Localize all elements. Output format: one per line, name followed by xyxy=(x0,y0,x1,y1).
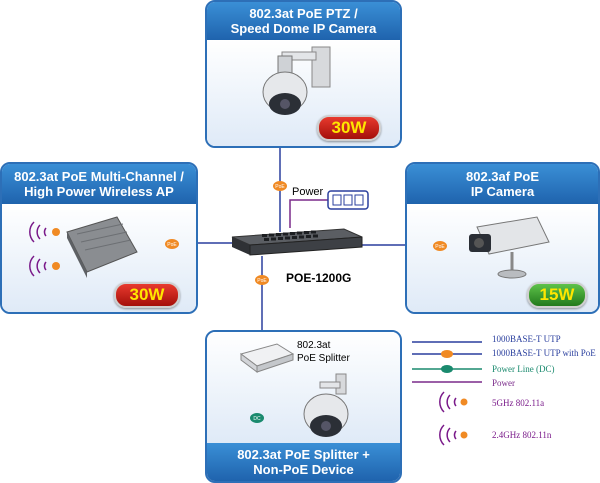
splitter-card: 802.3at PoE Splitter + Non-PoE Device 80… xyxy=(205,330,402,483)
wireless-ap-icon xyxy=(66,216,138,278)
switch-model-label: POE-1200G xyxy=(286,271,352,285)
ipcam-watt-badge: 15W xyxy=(527,282,587,308)
wifi-5ghz-icon xyxy=(29,221,60,243)
splitter-title-line1: 802.3at PoE Splitter + xyxy=(237,447,370,462)
ptz-card-header: 802.3at PoE PTZ / Speed Dome IP Camera xyxy=(207,2,400,40)
poe-badge-ipcam: PoE xyxy=(433,241,447,251)
ipcam-card-header: 802.3af PoE IP Camera xyxy=(407,164,598,204)
ap-title-line2: High Power Wireless AP xyxy=(24,184,174,199)
ptz-camera-card: 802.3at PoE PTZ / Speed Dome IP Camera 3… xyxy=(205,0,402,148)
poe-badge-ptz-text: PoE xyxy=(275,184,285,190)
ptz-watt-badge: 30W xyxy=(317,115,381,141)
dc-badge: DC xyxy=(250,413,264,423)
splitter-title-line2: Non-PoE Device xyxy=(253,462,354,477)
legend-24ghz-label: 2.4GHz 802.11n xyxy=(492,430,552,440)
poe-splitter-icon xyxy=(239,343,295,373)
power-label: Power xyxy=(292,186,324,198)
legend-5ghz-label: 5GHz 802.11a xyxy=(492,398,545,408)
poe-badge-ptz: PoE xyxy=(273,181,287,191)
poe-switch-icon xyxy=(231,228,363,256)
legend-dc-label: Power Line (DC) xyxy=(492,364,555,374)
legend-24ghz-icon xyxy=(439,424,468,446)
ptz-title-line1: 802.3at PoE PTZ / xyxy=(249,6,358,21)
ap-watt-badge: 30W xyxy=(114,282,180,308)
poe-badge-ap-text: PoE xyxy=(167,242,177,248)
wifi-24ghz-icon xyxy=(29,255,60,277)
legend-power-label: Power xyxy=(492,378,515,388)
ptz-camera-icon xyxy=(262,46,331,115)
poe-badge-ipcam-text: PoE xyxy=(435,244,445,250)
splitter-card-header: 802.3at PoE Splitter + Non-PoE Device xyxy=(207,443,400,481)
legend-utp-line xyxy=(412,341,482,343)
ptz-title-line2: Speed Dome IP Camera xyxy=(230,21,377,36)
ipcam-title-line1: 802.3af PoE xyxy=(466,169,539,184)
poe-badge-ap: PoE xyxy=(165,239,179,249)
legend-power-line xyxy=(412,381,482,383)
dc-badge-text: DC xyxy=(253,416,261,422)
ip-camera-card: 802.3af PoE IP Camera 15W xyxy=(405,162,600,314)
ap-card-header: 802.3at PoE Multi-Channel / High Power W… xyxy=(2,164,196,204)
legend-utp-poe-line xyxy=(412,350,482,358)
ap-title-line1: 802.3at PoE Multi-Channel / xyxy=(14,169,184,184)
legend-5ghz-icon xyxy=(439,391,468,413)
splitter-device-line2: PoE Splitter xyxy=(297,353,350,364)
legend-utp-label: 1000BASE-T UTP xyxy=(492,334,561,344)
ipcam-title-line2: IP Camera xyxy=(470,184,535,199)
legend-utp-poe-label: 1000BASE-T UTP with PoE xyxy=(492,348,596,358)
legend-dc-line xyxy=(412,365,482,373)
dome-camera-icon xyxy=(303,373,349,437)
wireless-ap-card: 802.3at PoE Multi-Channel / High Power W… xyxy=(0,162,198,314)
power-strip-icon xyxy=(327,190,369,210)
ip-camera-icon xyxy=(469,216,550,279)
line-power xyxy=(289,199,330,228)
poe-badge-splitter: PoE xyxy=(255,275,269,285)
poe-badge-splitter-text: PoE xyxy=(257,278,267,284)
splitter-device-line1: 802.3at xyxy=(297,340,331,351)
